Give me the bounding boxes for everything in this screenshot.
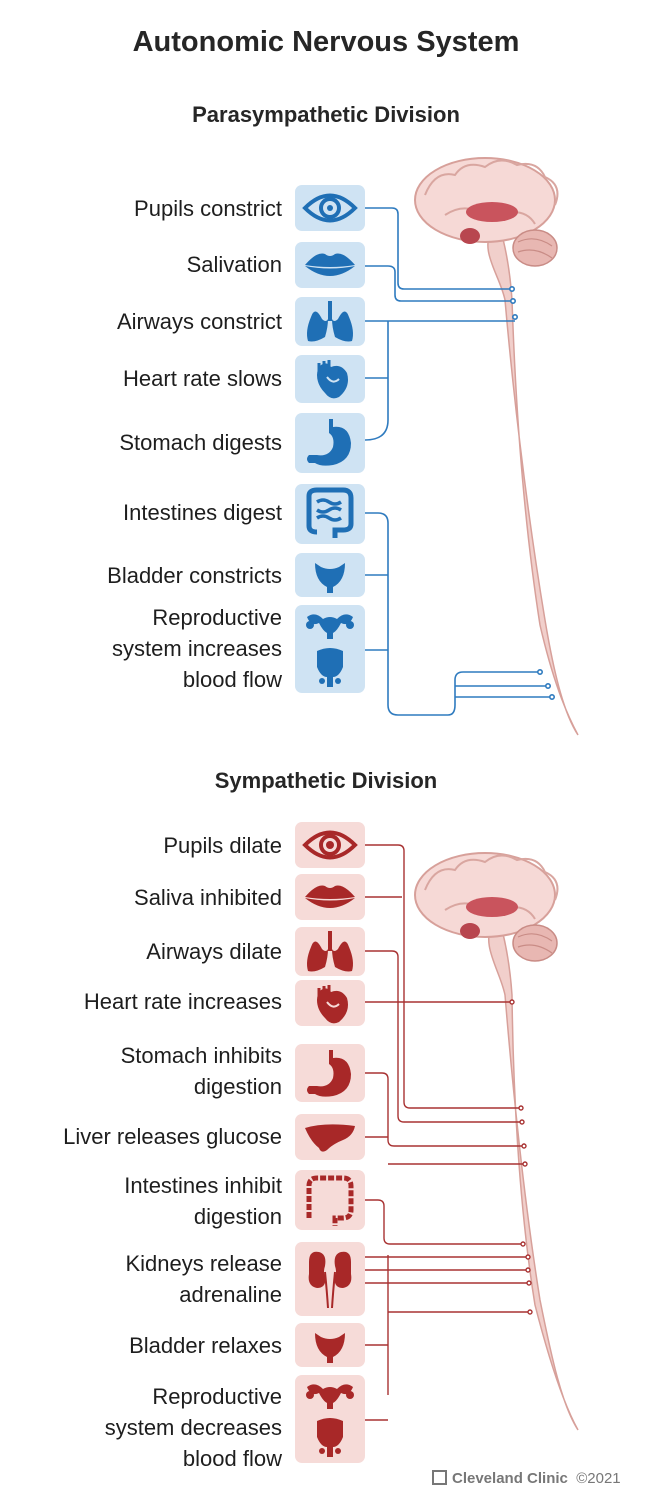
effect-icon-box: [295, 605, 365, 693]
reproductive-icon: [295, 605, 365, 693]
eye-icon: [295, 822, 365, 868]
effect-label: Salivation: [187, 249, 282, 280]
lungs-icon: [295, 927, 365, 976]
parasympathetic-heading: Parasympathetic Division: [0, 102, 652, 128]
eye-icon: [295, 185, 365, 231]
effect-icon-box: [295, 355, 365, 403]
credit-line: Cleveland Clinic ©2021: [432, 1470, 621, 1487]
effect-icon-box: [295, 553, 365, 597]
bladder-icon: [295, 553, 365, 597]
effect-label: Pupils constrict: [134, 193, 282, 224]
effect-icon-box: [295, 927, 365, 976]
effect-label: Pupils dilate: [163, 830, 282, 861]
bladder-icon: [295, 1323, 365, 1367]
effect-label: Heart rate increases: [84, 986, 282, 1017]
credit-brand: Cleveland Clinic: [452, 1470, 568, 1487]
effect-icon-box: [295, 1242, 365, 1316]
effect-icon-box: [295, 413, 365, 473]
effect-icon-box: [295, 980, 365, 1026]
kidneys-icon: [295, 1242, 365, 1316]
brain-bottom-illustration: [415, 853, 578, 1430]
effect-icon-box: [295, 874, 365, 920]
effect-label: Liver releases glucose: [63, 1121, 282, 1152]
effect-label: Intestines digest: [123, 497, 282, 528]
liver-icon: [295, 1114, 365, 1160]
effect-label: Stomach digests: [119, 427, 282, 458]
effect-icon-box: [295, 297, 365, 346]
effect-icon-box: [295, 1375, 365, 1463]
effect-label: Saliva inhibited: [134, 882, 282, 913]
effect-label: Airways constrict: [117, 306, 282, 337]
heart-icon: [295, 355, 365, 403]
sympathetic-heading: Sympathetic Division: [0, 768, 652, 794]
lungs-icon: [295, 297, 365, 346]
brain-top-illustration: [415, 158, 578, 735]
effect-icon-box: [295, 484, 365, 544]
stomach-icon: [295, 413, 365, 473]
effect-label: Airways dilate: [146, 936, 282, 967]
effect-icon-box: [295, 185, 365, 231]
effect-label: Heart rate slows: [123, 363, 282, 394]
effect-icon-box: [295, 242, 365, 288]
lips-icon: [295, 874, 365, 920]
effect-icon-box: [295, 822, 365, 868]
credit-year: ©2021: [576, 1470, 620, 1487]
effect-label: Bladder constricts: [107, 560, 282, 591]
heart-icon: [295, 980, 365, 1026]
effect-icon-box: [295, 1044, 365, 1102]
intestines-icon: [295, 1170, 365, 1230]
effect-label: Bladder relaxes: [129, 1330, 282, 1361]
parasympathetic-connectors: [365, 208, 554, 715]
effect-icon-box: [295, 1114, 365, 1160]
stomach-icon: [295, 1044, 365, 1102]
effect-icon-box: [295, 1170, 365, 1230]
lips-icon: [295, 242, 365, 288]
effect-icon-box: [295, 1323, 365, 1367]
reproductive-icon: [295, 1375, 365, 1463]
cleveland-clinic-logo-icon: [432, 1470, 447, 1485]
intestines-icon: [295, 484, 365, 544]
